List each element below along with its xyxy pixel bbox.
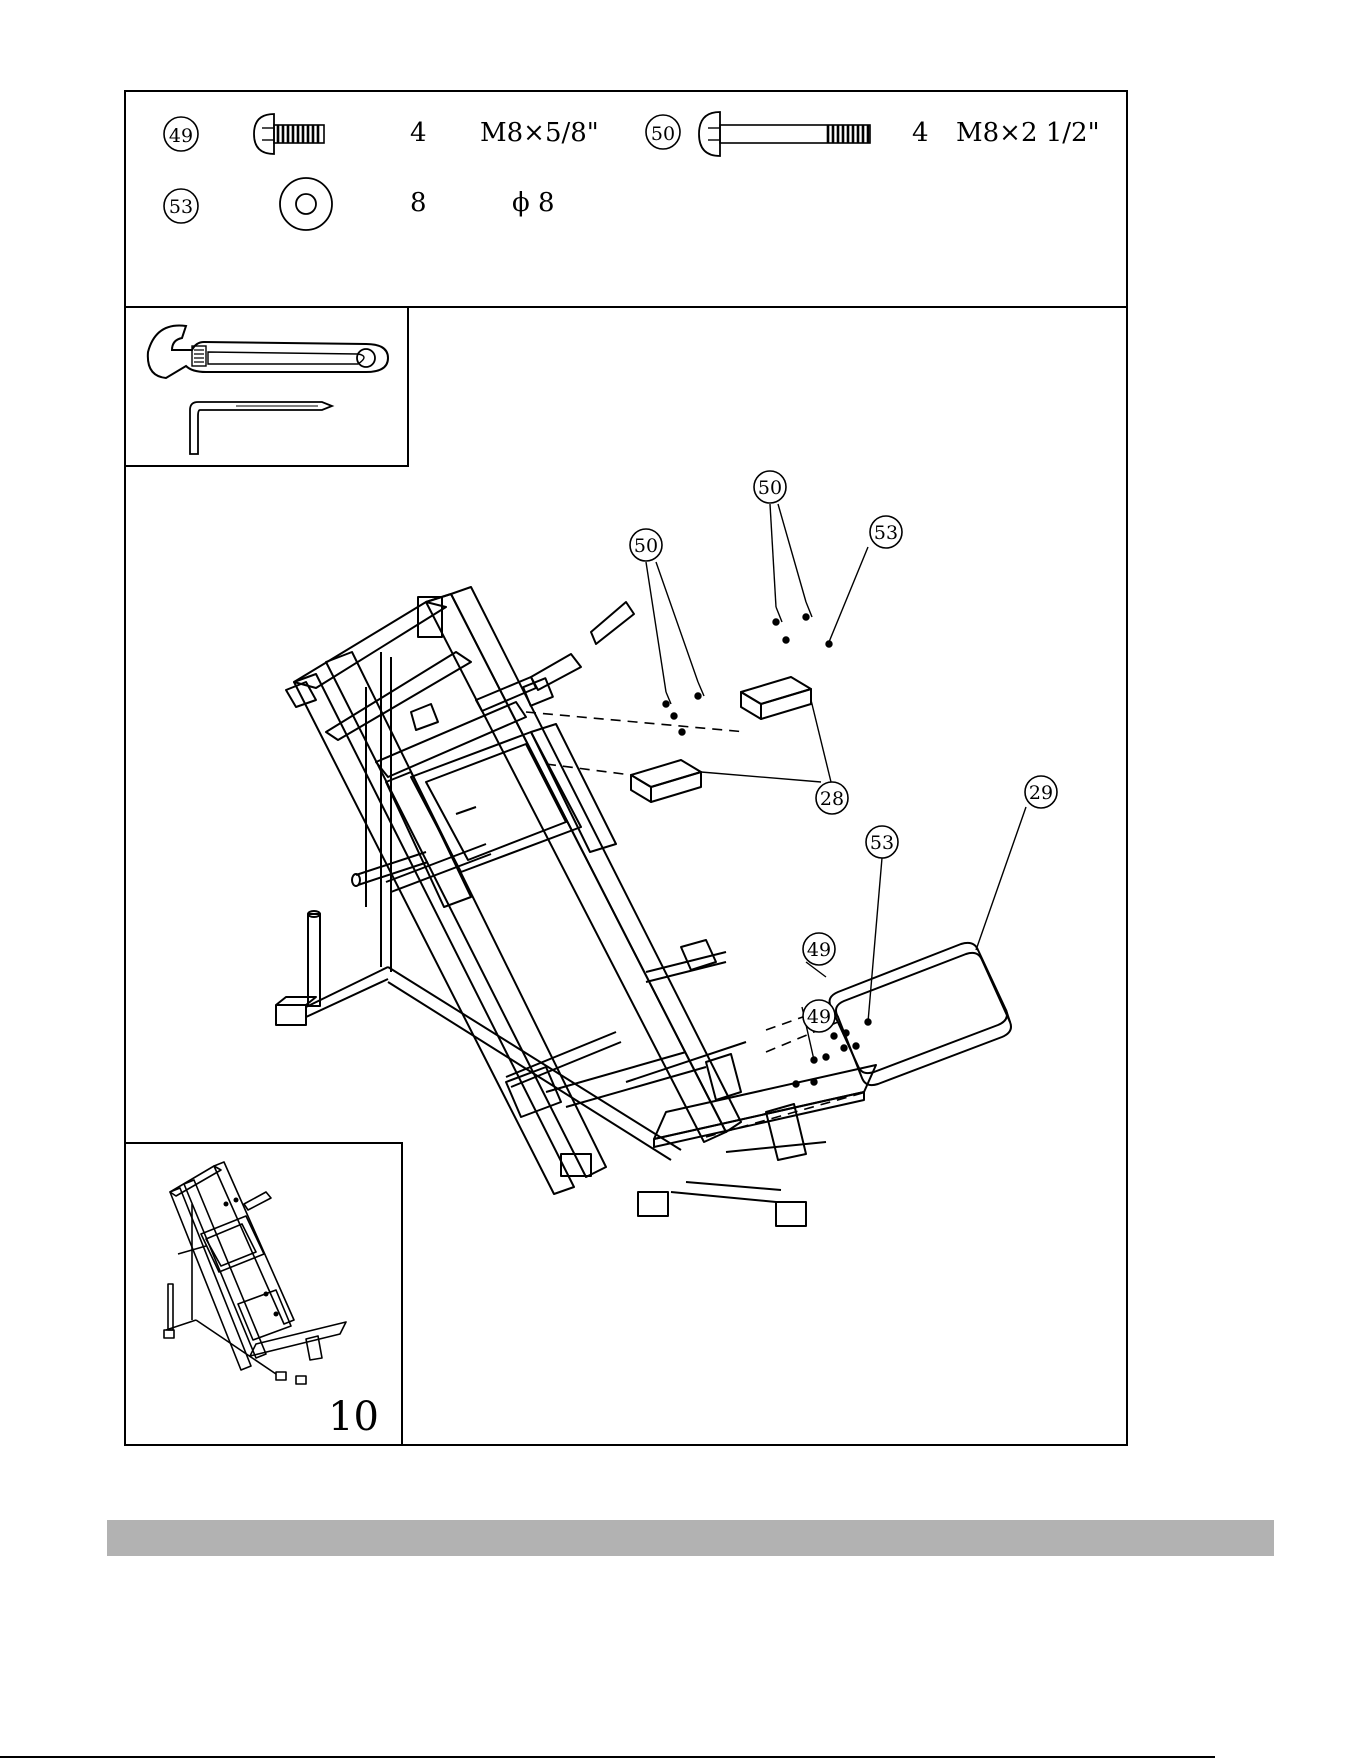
callout-49-lower-text: 49 xyxy=(807,1006,831,1028)
callout-29-text: 29 xyxy=(1029,782,1053,804)
callout-49-lower: 49 xyxy=(803,1000,835,1032)
part-29-seat-pad xyxy=(830,943,1011,1085)
callout-53-lower: 53 xyxy=(866,826,898,858)
callout-50-right-text: 50 xyxy=(758,477,782,499)
callout-53-upper-text: 53 xyxy=(874,522,898,544)
part-28-pad-upper xyxy=(741,677,811,719)
callout-53-upper: 53 xyxy=(870,516,902,548)
callout-28: 28 xyxy=(816,782,848,814)
part-28-pad-lower xyxy=(631,760,701,802)
fastener-markers xyxy=(663,602,871,1087)
page-bottom-rule xyxy=(0,1756,1215,1758)
callout-50-left-text: 50 xyxy=(634,535,658,557)
assembly-step-frame: 49 50 xyxy=(124,90,1128,1446)
callout-49-upper-text: 49 xyxy=(807,939,831,961)
section-divider-bar xyxy=(107,1520,1274,1556)
assembled-overview-inset: 10 xyxy=(126,1142,403,1446)
step-number: 10 xyxy=(328,1394,379,1440)
callout-49-upper: 49 xyxy=(803,933,835,965)
sled-rails xyxy=(286,587,741,1194)
callout-53-lower-text: 53 xyxy=(870,832,894,854)
callout-29: 29 xyxy=(1025,776,1057,808)
callout-50-right: 50 xyxy=(754,471,786,503)
callout-28-text: 28 xyxy=(820,788,844,810)
callout-50-left: 50 xyxy=(630,529,662,561)
